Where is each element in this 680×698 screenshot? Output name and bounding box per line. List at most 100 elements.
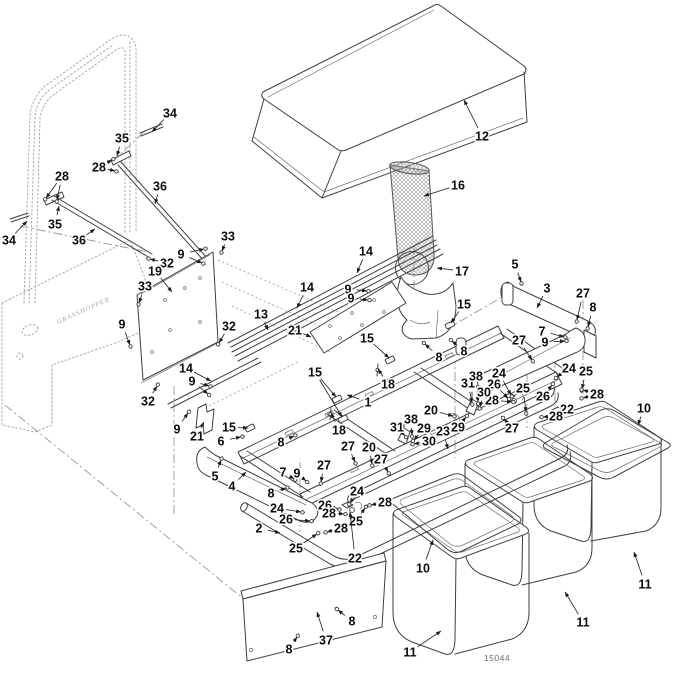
leader-line-8 xyxy=(279,487,287,492)
leader-line-28 xyxy=(107,167,116,172)
fastener-glyph xyxy=(564,338,569,344)
fastener-glyph xyxy=(304,479,310,485)
part-callout-9: 9 xyxy=(294,466,301,480)
part-callout-8: 8 xyxy=(286,642,293,656)
part-callout-4: 4 xyxy=(229,479,236,493)
rops-bar-ghost xyxy=(23,34,137,304)
leader-line-22 xyxy=(348,511,355,550)
fastener-glyph xyxy=(136,302,141,307)
part-callout-9: 9 xyxy=(119,317,126,331)
leader-line-27 xyxy=(383,466,389,473)
leader-line-18 xyxy=(330,412,336,423)
mower-ghost: GRASSHOPPER xyxy=(1,239,146,433)
leader-line-7 xyxy=(550,332,565,338)
leader-line-27 xyxy=(319,473,324,483)
fastener-glyph xyxy=(201,261,206,266)
part-callout-15: 15 xyxy=(222,420,236,434)
panel-37 xyxy=(240,552,387,662)
part-callout-30: 30 xyxy=(477,385,491,399)
part-callout-14: 14 xyxy=(359,244,373,258)
fastener-glyph xyxy=(409,434,415,439)
fastener-glyph xyxy=(42,197,48,202)
fastener-glyph xyxy=(500,415,506,421)
fastener-glyph xyxy=(363,504,369,509)
fastener-glyph xyxy=(219,250,224,255)
fastener-glyph xyxy=(579,387,584,392)
fastener-glyph xyxy=(421,340,427,346)
part-callout-38: 38 xyxy=(469,369,483,383)
bin-rim-10-right xyxy=(542,408,671,480)
leader-line-5 xyxy=(217,459,222,468)
fastener-glyph xyxy=(208,384,213,389)
fastener-glyph xyxy=(477,406,482,411)
leader-line-35 xyxy=(116,146,121,157)
part-callout-30: 30 xyxy=(422,434,436,448)
leader-line-35 xyxy=(55,205,60,216)
leader-line-28 xyxy=(106,159,113,165)
leader-line-9 xyxy=(189,248,205,253)
fastener-glyph xyxy=(295,633,300,638)
fastener-glyph xyxy=(367,298,372,303)
leader-line-8 xyxy=(288,435,295,440)
part-callout-28: 28 xyxy=(55,169,69,183)
leader-line-28 xyxy=(582,389,589,394)
fastener-glyph xyxy=(585,326,590,331)
part-callout-33: 33 xyxy=(138,279,152,293)
main-frame-1 xyxy=(237,325,566,507)
part-callout-20: 20 xyxy=(424,403,438,417)
fastener-glyph xyxy=(448,337,453,343)
part-callout-25: 25 xyxy=(579,364,593,378)
part-callout-29: 29 xyxy=(451,420,465,434)
fastener-glyph xyxy=(464,413,470,418)
leader-line-36 xyxy=(154,194,159,205)
cover-12 xyxy=(251,4,528,199)
part-callout-27: 27 xyxy=(341,439,355,453)
discharge-tube-16 xyxy=(389,161,435,276)
part-callout-28: 28 xyxy=(92,160,106,174)
leader-line-9 xyxy=(356,288,368,293)
leader-line-34 xyxy=(14,220,28,234)
leader-line-7 xyxy=(288,474,295,480)
part-callout-19: 19 xyxy=(148,264,162,278)
fastener-glyph xyxy=(367,503,372,508)
leader-line-32 xyxy=(152,385,158,394)
leader-line-9 xyxy=(181,412,189,422)
part-callout-10: 10 xyxy=(416,561,430,575)
part-callout-32: 32 xyxy=(160,256,174,270)
leader-line-11 xyxy=(417,630,442,648)
fastener-glyph xyxy=(155,382,160,387)
leader-line-24 xyxy=(285,509,302,514)
drawing-number: 15044 xyxy=(484,653,510,663)
leader-line-13 xyxy=(264,322,269,331)
fastener-glyph xyxy=(452,414,457,419)
brand-decal: GRASSHOPPER xyxy=(56,295,111,326)
part-callout-7: 7 xyxy=(280,465,287,479)
part-callout-20: 20 xyxy=(362,440,376,454)
part-callout-15: 15 xyxy=(457,297,471,311)
fastener-glyph xyxy=(475,401,481,406)
fastener-glyph xyxy=(128,344,133,349)
mount-hardware xyxy=(9,123,209,263)
fastener-glyph xyxy=(539,414,544,420)
part-callout-13: 13 xyxy=(254,307,268,321)
leader-line-26 xyxy=(547,384,553,391)
leader-line-1 xyxy=(346,394,360,400)
leader-line-9 xyxy=(359,297,369,302)
part-callout-15: 15 xyxy=(308,365,322,379)
leader-line-26 xyxy=(500,390,509,399)
part-callout-31: 31 xyxy=(461,376,475,390)
fastener-glyph xyxy=(54,199,59,204)
part-callout-25: 25 xyxy=(516,381,530,395)
part-callout-21: 21 xyxy=(288,323,302,337)
leader-line-6 xyxy=(229,436,242,440)
leader-line-15 xyxy=(237,425,249,430)
leader-line-15 xyxy=(450,311,460,324)
leader-line-9 xyxy=(200,382,210,387)
part-callout-26: 26 xyxy=(487,377,501,391)
part-callout-11: 11 xyxy=(638,577,651,591)
leader-line-24 xyxy=(556,372,563,378)
leader-line-31 xyxy=(469,391,473,404)
leader-line-33 xyxy=(221,244,226,252)
leader-line-33 xyxy=(138,294,143,304)
